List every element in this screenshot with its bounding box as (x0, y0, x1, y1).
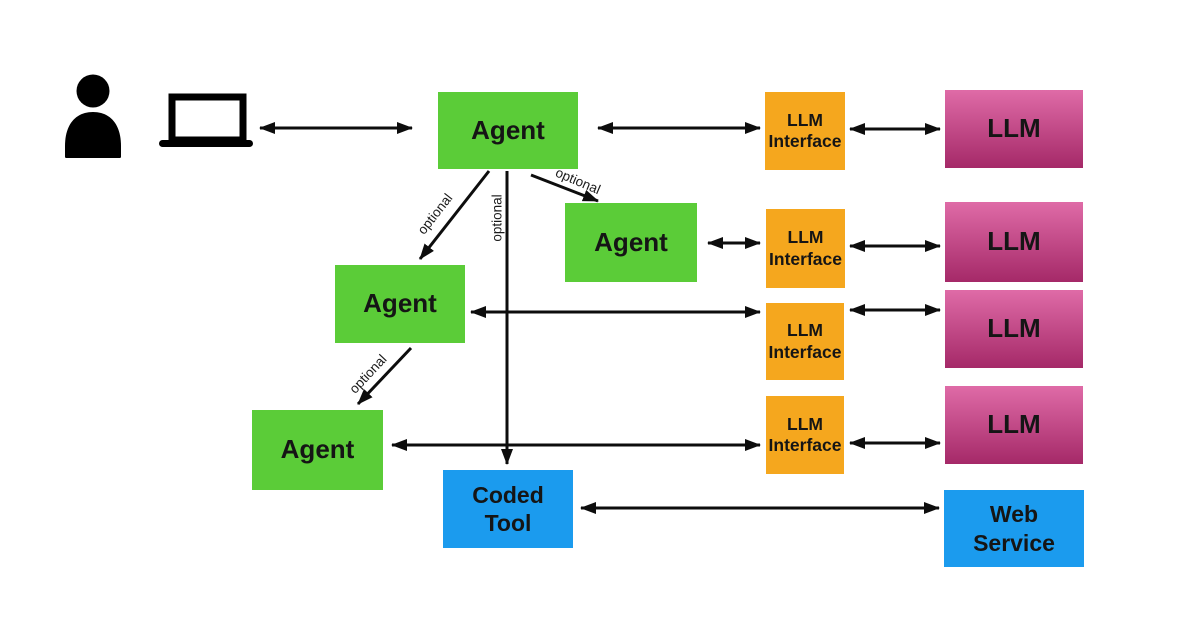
node-llm-2: LLM (945, 202, 1083, 282)
edge-agent3-agent4 (356, 346, 413, 406)
node-agent-1: Agent (438, 92, 578, 169)
edge-agent1-agent3 (418, 170, 491, 260)
person-icon (63, 70, 129, 167)
laptop-icon (158, 93, 254, 156)
edge-label-agent1-coded-tool: optional (489, 194, 505, 242)
edge-agent1-agent2 (530, 173, 599, 203)
node-agent-3: Agent (335, 265, 465, 343)
node-llm-1: LLM (945, 90, 1083, 168)
node-llm-interface-1: LLM Interface (765, 92, 845, 170)
node-llm-3: LLM (945, 290, 1083, 368)
node-web-service: Web Service (944, 490, 1084, 567)
node-llm-interface-2: LLM Interface (766, 209, 845, 288)
node-agent-2: Agent (565, 203, 697, 282)
node-llm-interface-3: LLM Interface (766, 303, 844, 380)
node-llm-interface-4: LLM Interface (766, 396, 844, 474)
node-llm-4: LLM (945, 386, 1083, 464)
node-agent-4: Agent (252, 410, 383, 490)
node-coded-tool: Coded Tool (443, 470, 573, 548)
